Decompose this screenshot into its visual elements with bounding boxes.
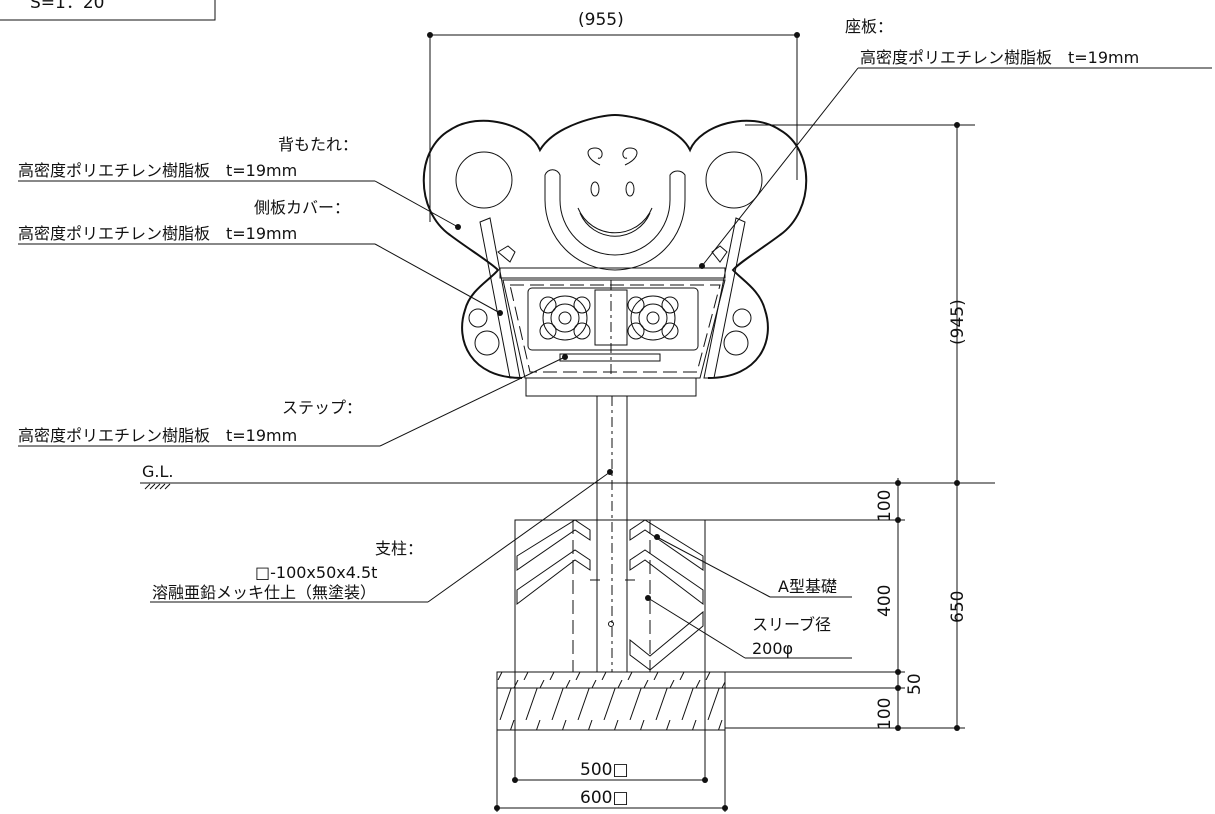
right-ear-circle [705, 151, 763, 209]
step-spec: 高密度ポリエチレン樹脂板 t=19mm [18, 426, 297, 445]
scale-box: S=1：20 [0, 0, 216, 21]
dim-width-600-text: 600□ [580, 788, 629, 808]
step-board [559, 353, 661, 362]
seat-spec: 高密度ポリエチレン樹脂板 t=19mm [860, 48, 1139, 67]
dim-total-650-text: 650 [948, 591, 968, 623]
sleeve-text: スリーブ径 [752, 615, 831, 634]
crushed-stone [497, 688, 725, 730]
post-size: □-100x50x4.5t [255, 563, 377, 582]
label-step: ステップ： 高密度ポリエチレン樹脂板 t=19mm [18, 354, 568, 447]
step-title: ステップ： [282, 398, 362, 417]
scale-label: S=1：20 [30, 0, 104, 13]
post [596, 396, 628, 672]
seat-board [499, 267, 726, 279]
sidecover-spec: 高密度ポリエチレン樹脂板 t=19mm [18, 224, 297, 243]
ground-line: G.L. [140, 462, 995, 490]
left-flower [539, 295, 591, 341]
right-side-arm [703, 217, 746, 379]
dim-mid-50-text: 50 [905, 673, 925, 695]
right-mid-circle [723, 330, 749, 356]
dim-top-100-text: 100 [875, 490, 895, 522]
right-eye [625, 181, 635, 197]
label-foundation: A型基礎 [654, 534, 852, 598]
seat-base-plate [525, 377, 697, 397]
dim-overall-width: (955) [427, 10, 800, 222]
sidecover-title: 側板カバー： [254, 198, 350, 217]
post-title: 支柱： [375, 539, 423, 558]
smile-outer [544, 169, 686, 271]
seat-hidden-line [509, 284, 721, 373]
left-mid-circle [474, 330, 500, 356]
dim-right: (945) 650 100 400 50 100 [705, 122, 975, 731]
left-ear-circle [455, 151, 513, 209]
right-hinge [711, 245, 728, 263]
dim-width-500-text: 500□ [580, 760, 629, 780]
dim-bottom-100-text: 100 [875, 698, 895, 730]
bench-outline [422, 113, 808, 379]
label-backrest: 背もたれ： 高密度ポリエチレン樹脂板 t=19mm [18, 135, 461, 230]
foundation-text: A型基礎 [778, 577, 837, 596]
right-flower [627, 295, 679, 341]
left-curl [587, 147, 603, 166]
label-sidecover: 側板カバー： 高密度ポリエチレン樹脂板 t=19mm [18, 198, 503, 316]
post-finish: 溶融亜鉛メッキ仕上（無塗装） [152, 583, 376, 602]
sleeve-size-text: 200φ [752, 639, 793, 658]
left-eye [590, 181, 600, 197]
label-post: 支柱： □-100x50x4.5t 溶融亜鉛メッキ仕上（無塗装） [150, 469, 613, 603]
foundation [496, 519, 726, 731]
right-small-circle [732, 308, 752, 328]
smile-mouth-inner [579, 212, 651, 237]
ground-line-label: G.L. [142, 462, 173, 481]
seat-box [502, 279, 726, 379]
left-hinge [497, 245, 516, 263]
label-sleeve: スリーブ径 200φ [645, 595, 852, 659]
left-side-arm [479, 217, 521, 379]
label-seat: 座板： 高密度ポリエチレン樹脂板 t=19mm [699, 17, 1212, 269]
seat-title: 座板： [845, 17, 893, 36]
dim-overall-height-text: (945) [948, 299, 968, 345]
bench-body [422, 113, 808, 397]
right-curl [622, 147, 638, 166]
left-small-circle [468, 308, 488, 328]
smile-mouth [577, 207, 653, 234]
flower-panel [527, 287, 699, 351]
dim-mid-400-text: 400 [875, 585, 895, 617]
backrest-spec: 高密度ポリエチレン樹脂板 t=19mm [18, 161, 297, 180]
concrete-block [514, 519, 706, 673]
dim-overall-width-text: (955) [578, 10, 624, 30]
dim-bottom: 500□ 600□ [494, 672, 728, 812]
backrest-title: 背もたれ： [278, 135, 358, 154]
